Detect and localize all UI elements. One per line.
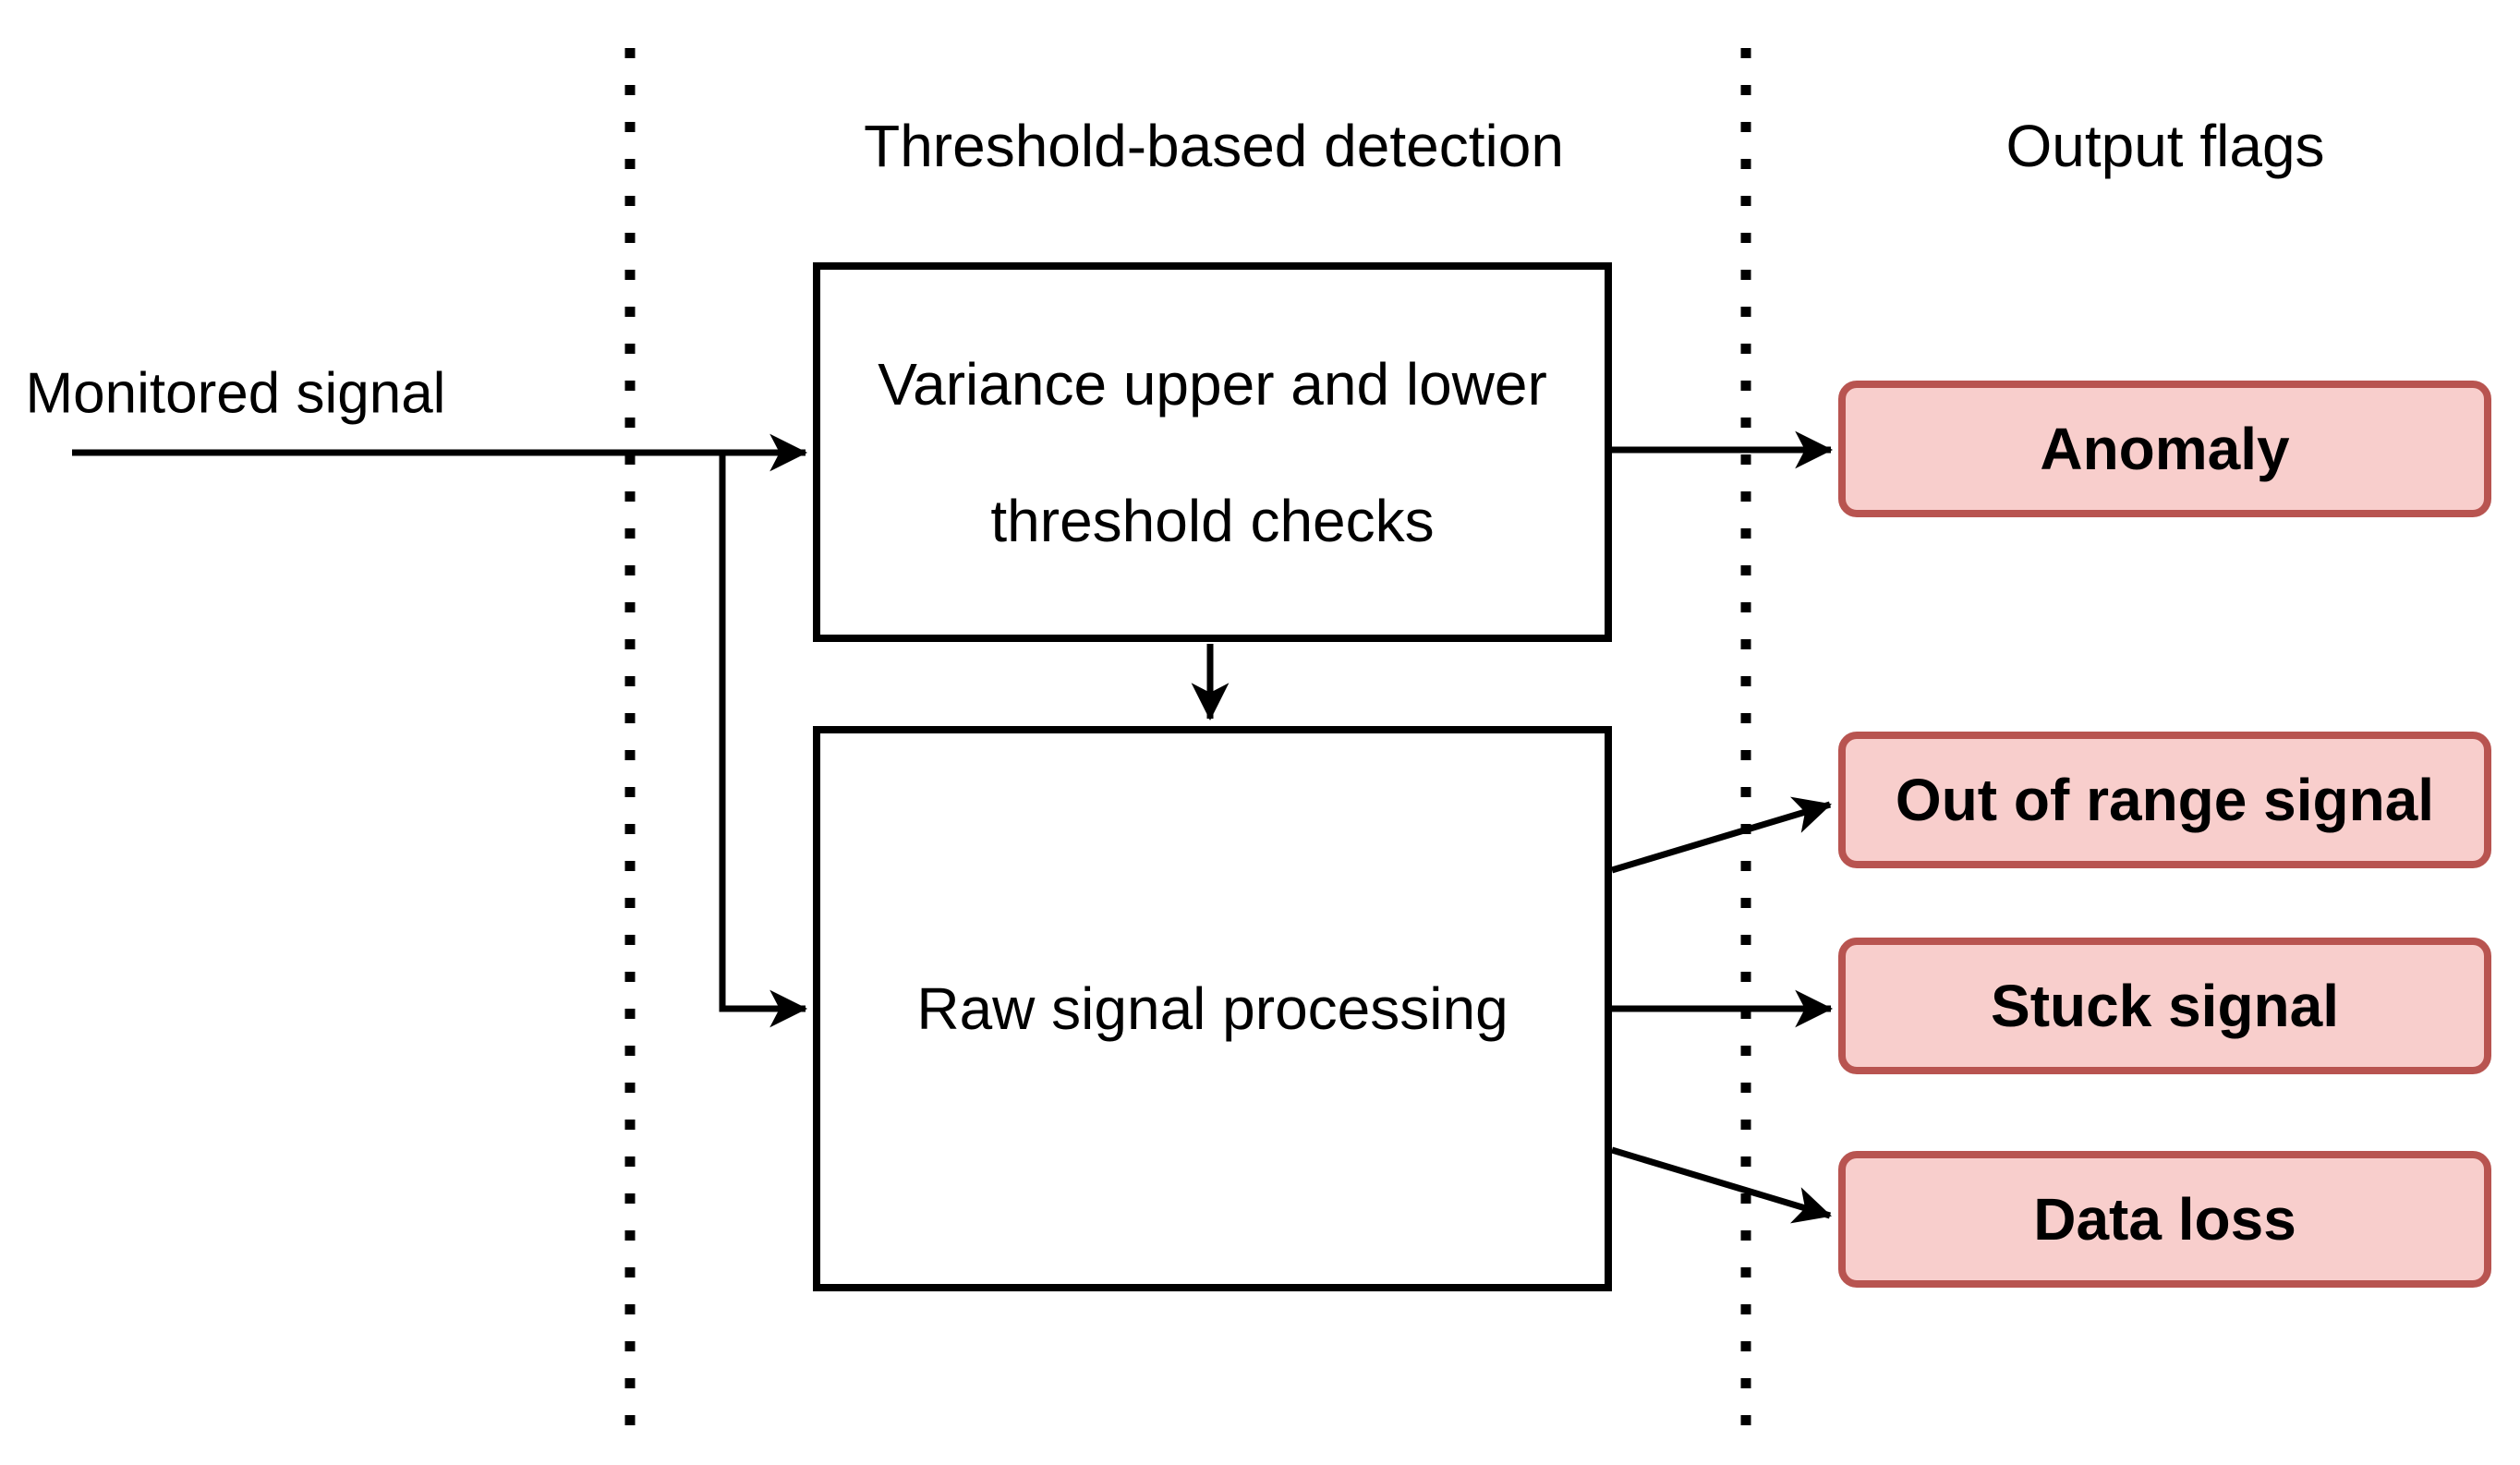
flag-label-out-of-range-signal: Out of range signal	[1895, 767, 2435, 833]
lane-title-threshold-detection: Threshold-based detection	[864, 113, 1564, 179]
variance-threshold-box-label-line2: threshold checks	[990, 487, 1435, 554]
flag-box-stuck-signal: Stuck signal	[1838, 938, 2491, 1074]
monitored-signal-label: Monitored signal	[25, 361, 446, 426]
variance-threshold-box: Variance upper and lower threshold check…	[813, 262, 1612, 642]
flag-box-anomaly: Anomaly	[1838, 381, 2491, 517]
flag-label-data-loss: Data loss	[2033, 1186, 2296, 1253]
flag-box-data-loss: Data loss	[1838, 1151, 2491, 1288]
raw-signal-processing-box: Raw signal processing	[813, 726, 1612, 1291]
raw-to-data-loss-arrow	[1610, 1146, 1832, 1224]
raw-signal-processing-box-label: Raw signal processing	[916, 975, 1508, 1042]
flag-box-out-of-range-signal: Out of range signal	[1838, 732, 2491, 868]
raw-to-out-of-range-arrow	[1610, 796, 1832, 874]
monitored-signal-branch-arrow	[719, 453, 808, 1028]
flag-label-anomaly: Anomaly	[2040, 416, 2290, 482]
lane-title-output-flags: Output flags	[2005, 113, 2325, 179]
flag-label-stuck-signal: Stuck signal	[1991, 973, 2339, 1039]
variance-threshold-box-label-line1: Variance upper and lower	[878, 350, 1547, 418]
